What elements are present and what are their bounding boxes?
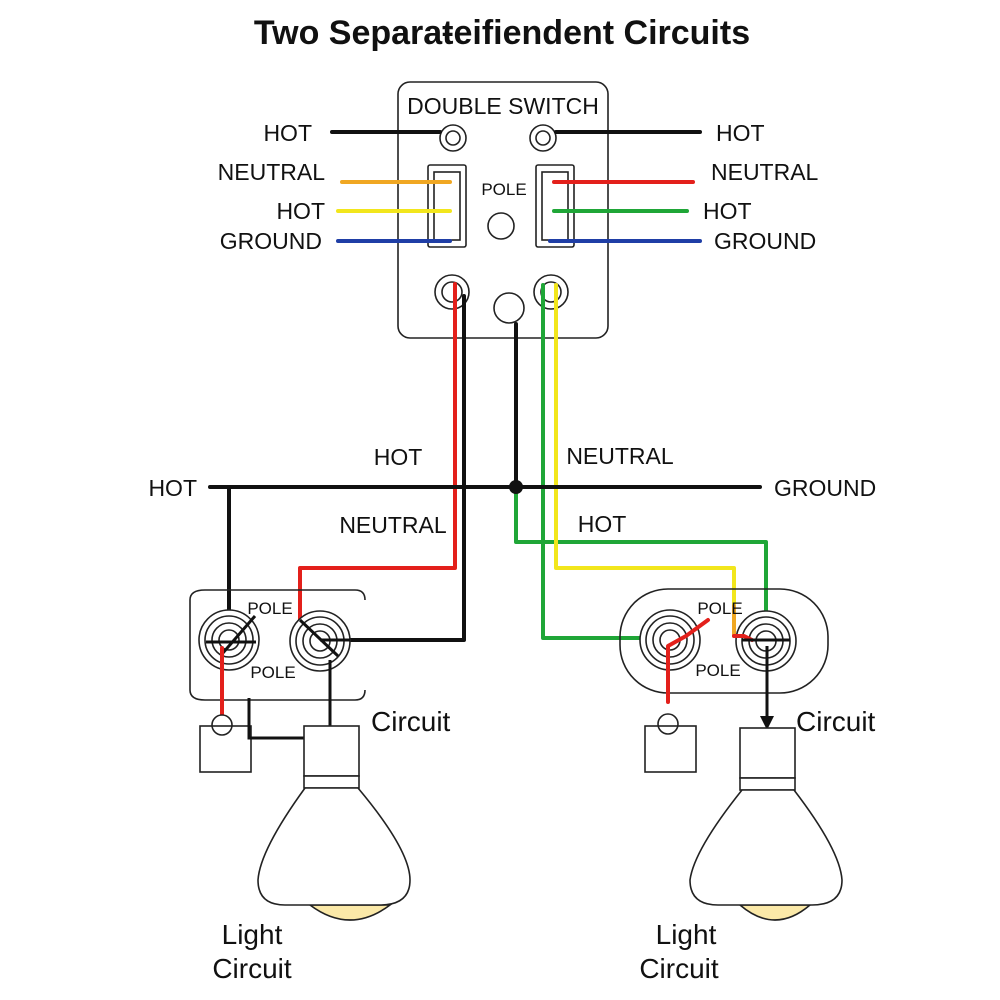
toggle-lever-icon — [535, 164, 575, 248]
right-light-label-2: Circuit — [639, 953, 719, 984]
right-neutral-label: NEUTRAL — [711, 159, 819, 185]
main-ground-label: GROUND — [774, 475, 876, 501]
right-ground-label: GROUND — [714, 228, 816, 254]
terminal-screw-icon — [198, 609, 260, 671]
double-switch: DOUBLE SWITCH POLE — [397, 81, 609, 339]
terminal-screw-icon — [533, 274, 569, 310]
left-hot-top-label: HOT — [263, 120, 312, 146]
switch-input-wires — [330, 130, 702, 243]
mid-neutral-left-label: NEUTRAL — [339, 512, 447, 538]
left-pole-top-label: POLE — [247, 599, 292, 618]
toggle-lever-icon — [427, 164, 467, 248]
right-hot-top-label: HOT — [716, 120, 765, 146]
terminal-screw-icon — [529, 124, 557, 152]
diagram-title: Two Separaŧeifiendent Circuits — [254, 14, 750, 52]
left-circuit: POLE POLE Circuit Light Circuit — [189, 589, 451, 984]
right-circuit: POLE POLE Circuit Light Circuit — [619, 588, 876, 984]
switch-pole-label: POLE — [481, 180, 526, 199]
right-light-label-1: Light — [656, 919, 717, 950]
terminal-screw-icon — [439, 124, 467, 152]
mid-hot-lower-label: HOT — [578, 511, 627, 537]
switch-pole-terminal — [487, 212, 515, 240]
junction-dot-icon — [509, 480, 523, 494]
left-light-label-2: Circuit — [212, 953, 292, 984]
light-bulb-icon — [689, 727, 843, 921]
right-pole-bottom-label: POLE — [695, 661, 740, 680]
right-pole-top-label: POLE — [697, 599, 742, 618]
feed-wires — [298, 282, 768, 642]
right-circuit-label: Circuit — [796, 706, 876, 737]
light-bulb-icon — [257, 725, 411, 921]
left-neutral-label: NEUTRAL — [218, 159, 326, 185]
terminal-screw-icon — [639, 609, 701, 671]
right-hot-label: HOT — [703, 198, 752, 224]
mid-neutral-right-label: NEUTRAL — [566, 443, 674, 469]
left-ground-label: GROUND — [220, 228, 322, 254]
switch-title: DOUBLE SWITCH — [407, 93, 599, 119]
switch-center-terminal — [493, 292, 525, 324]
main-hot-label: HOT — [148, 475, 197, 501]
left-light-label-1: Light — [222, 919, 283, 950]
left-hot-label: HOT — [276, 198, 325, 224]
left-pole-bottom-label: POLE — [250, 663, 295, 682]
mid-hot-label: HOT — [374, 444, 423, 470]
left-circuit-label: Circuit — [371, 706, 451, 737]
